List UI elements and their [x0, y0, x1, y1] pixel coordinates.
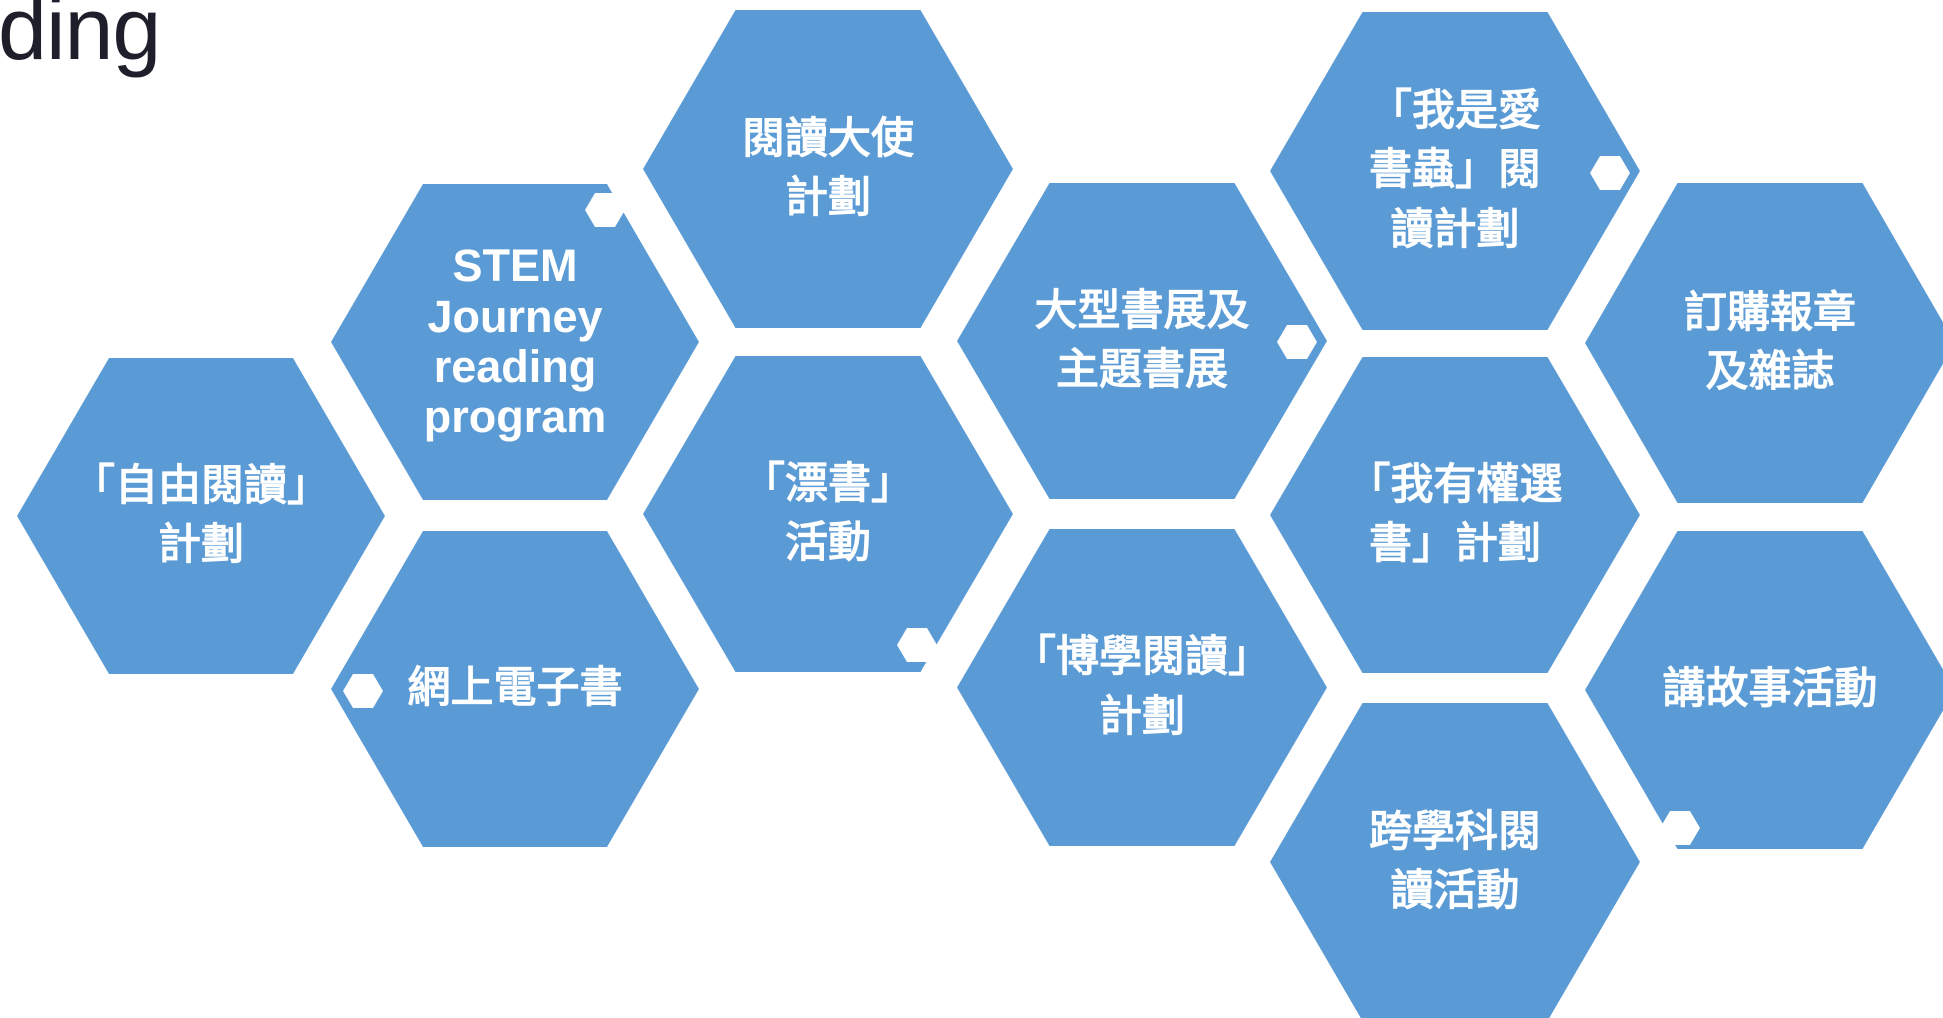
hexagon-label: 「我有權選 書」計劃 — [1347, 459, 1563, 569]
hexagon-ambassador: 閱讀大使 計劃 — [643, 10, 1013, 328]
hexagon-bookworm: 「我是愛 書蟲」閱 讀計劃 — [1270, 12, 1640, 330]
hexagon-label: STEM Journey reading program — [423, 240, 607, 443]
hexagon-storytelling: 講故事活動 — [1585, 531, 1943, 849]
decorative-hexagon-dot — [343, 674, 383, 708]
hexagon-label: 「博學閱讀」 計劃 — [1013, 632, 1271, 742]
hexagon-book-drift: 「漂書」 活動 — [643, 356, 1013, 672]
hexagon-label: 跨學科閱 讀活動 — [1369, 806, 1541, 916]
logo: ding — [0, 0, 161, 80]
hexagon-label: 大型書展及 主題書展 — [1034, 285, 1250, 395]
hexagon-label: 「漂書」 活動 — [742, 458, 914, 568]
hexagon-label: 閱讀大使 計劃 — [742, 113, 914, 223]
hexagon-stem-journey: STEM Journey reading program — [331, 184, 699, 500]
decorative-hexagon-dot — [585, 193, 625, 227]
hexagon-label: 「我是愛 書蟲」閱 讀計劃 — [1369, 86, 1541, 255]
hexagon-wide-reading: 「博學閱讀」 計劃 — [957, 529, 1327, 846]
hexagon-label: 網上電子書 — [407, 663, 623, 714]
hexagon-subscriptions: 訂購報章 及雜誌 — [1585, 183, 1943, 503]
hexagon-label: 訂購報章 及雜誌 — [1684, 287, 1856, 397]
hexagon-book-fair: 大型書展及 主題書展 — [957, 183, 1327, 499]
hexagon-ebooks: 網上電子書 — [331, 531, 699, 847]
hexagon-label: 「自由閱讀」 計劃 — [72, 460, 330, 570]
logo-text: ding — [0, 0, 161, 78]
hexagon-cross-curricular: 跨學科閱 讀活動 — [1270, 703, 1640, 1018]
decorative-hexagon-dot — [897, 628, 937, 662]
hexagon-label: 講故事活動 — [1662, 664, 1878, 715]
hexagon-free-reading: 「自由閱讀」 計劃 — [17, 358, 385, 674]
hexagon-right-to-choose: 「我有權選 書」計劃 — [1270, 357, 1640, 673]
